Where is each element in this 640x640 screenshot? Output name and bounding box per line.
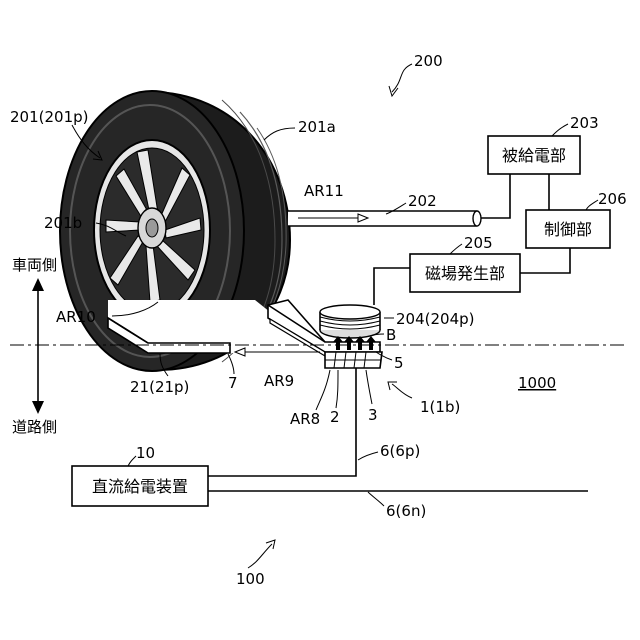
label-ar9: AR9 xyxy=(264,372,294,390)
label-10: 10 xyxy=(136,444,155,462)
label-5: 5 xyxy=(394,354,404,372)
label-b: B xyxy=(386,326,396,344)
label-3: 3 xyxy=(368,406,378,424)
label-203: 203 xyxy=(570,114,599,132)
label-1000: 1000 xyxy=(518,374,556,392)
label-201: 201(201p) xyxy=(10,108,89,126)
label-100: 100 xyxy=(236,570,265,588)
label-21: 21(21p) xyxy=(130,378,189,396)
power-receiver-label: 被給電部 xyxy=(502,146,566,165)
label-ar11: AR11 xyxy=(304,182,344,200)
label-201b: 201b xyxy=(44,214,82,232)
label-201a: 201a xyxy=(298,118,336,136)
label-204: 204(204p) xyxy=(396,310,475,328)
controller-label: 制御部 xyxy=(544,220,592,239)
vehicle-coil xyxy=(320,305,380,338)
coil-unit xyxy=(325,352,382,368)
label-1: 1(1b) xyxy=(420,398,460,416)
label-6n: 6(6n) xyxy=(386,502,426,520)
label-206: 206 xyxy=(598,190,627,208)
label-2: 2 xyxy=(330,408,340,426)
label-ar8: AR8 xyxy=(290,410,320,428)
field-generator-label: 磁場発生部 xyxy=(425,264,505,283)
label-202: 202 xyxy=(408,192,437,210)
label-205: 205 xyxy=(464,234,493,252)
label-6p: 6(6p) xyxy=(380,442,420,460)
direction-arrow xyxy=(32,278,44,414)
label-7: 7 xyxy=(228,374,238,392)
label-ar10: AR10 xyxy=(56,308,96,326)
dc-supply-label: 直流給電装置 xyxy=(92,477,188,496)
label-200: 200 xyxy=(414,52,443,70)
label-vehicle-side: 車両側 xyxy=(12,256,57,274)
label-road-side: 道路側 xyxy=(12,418,57,436)
